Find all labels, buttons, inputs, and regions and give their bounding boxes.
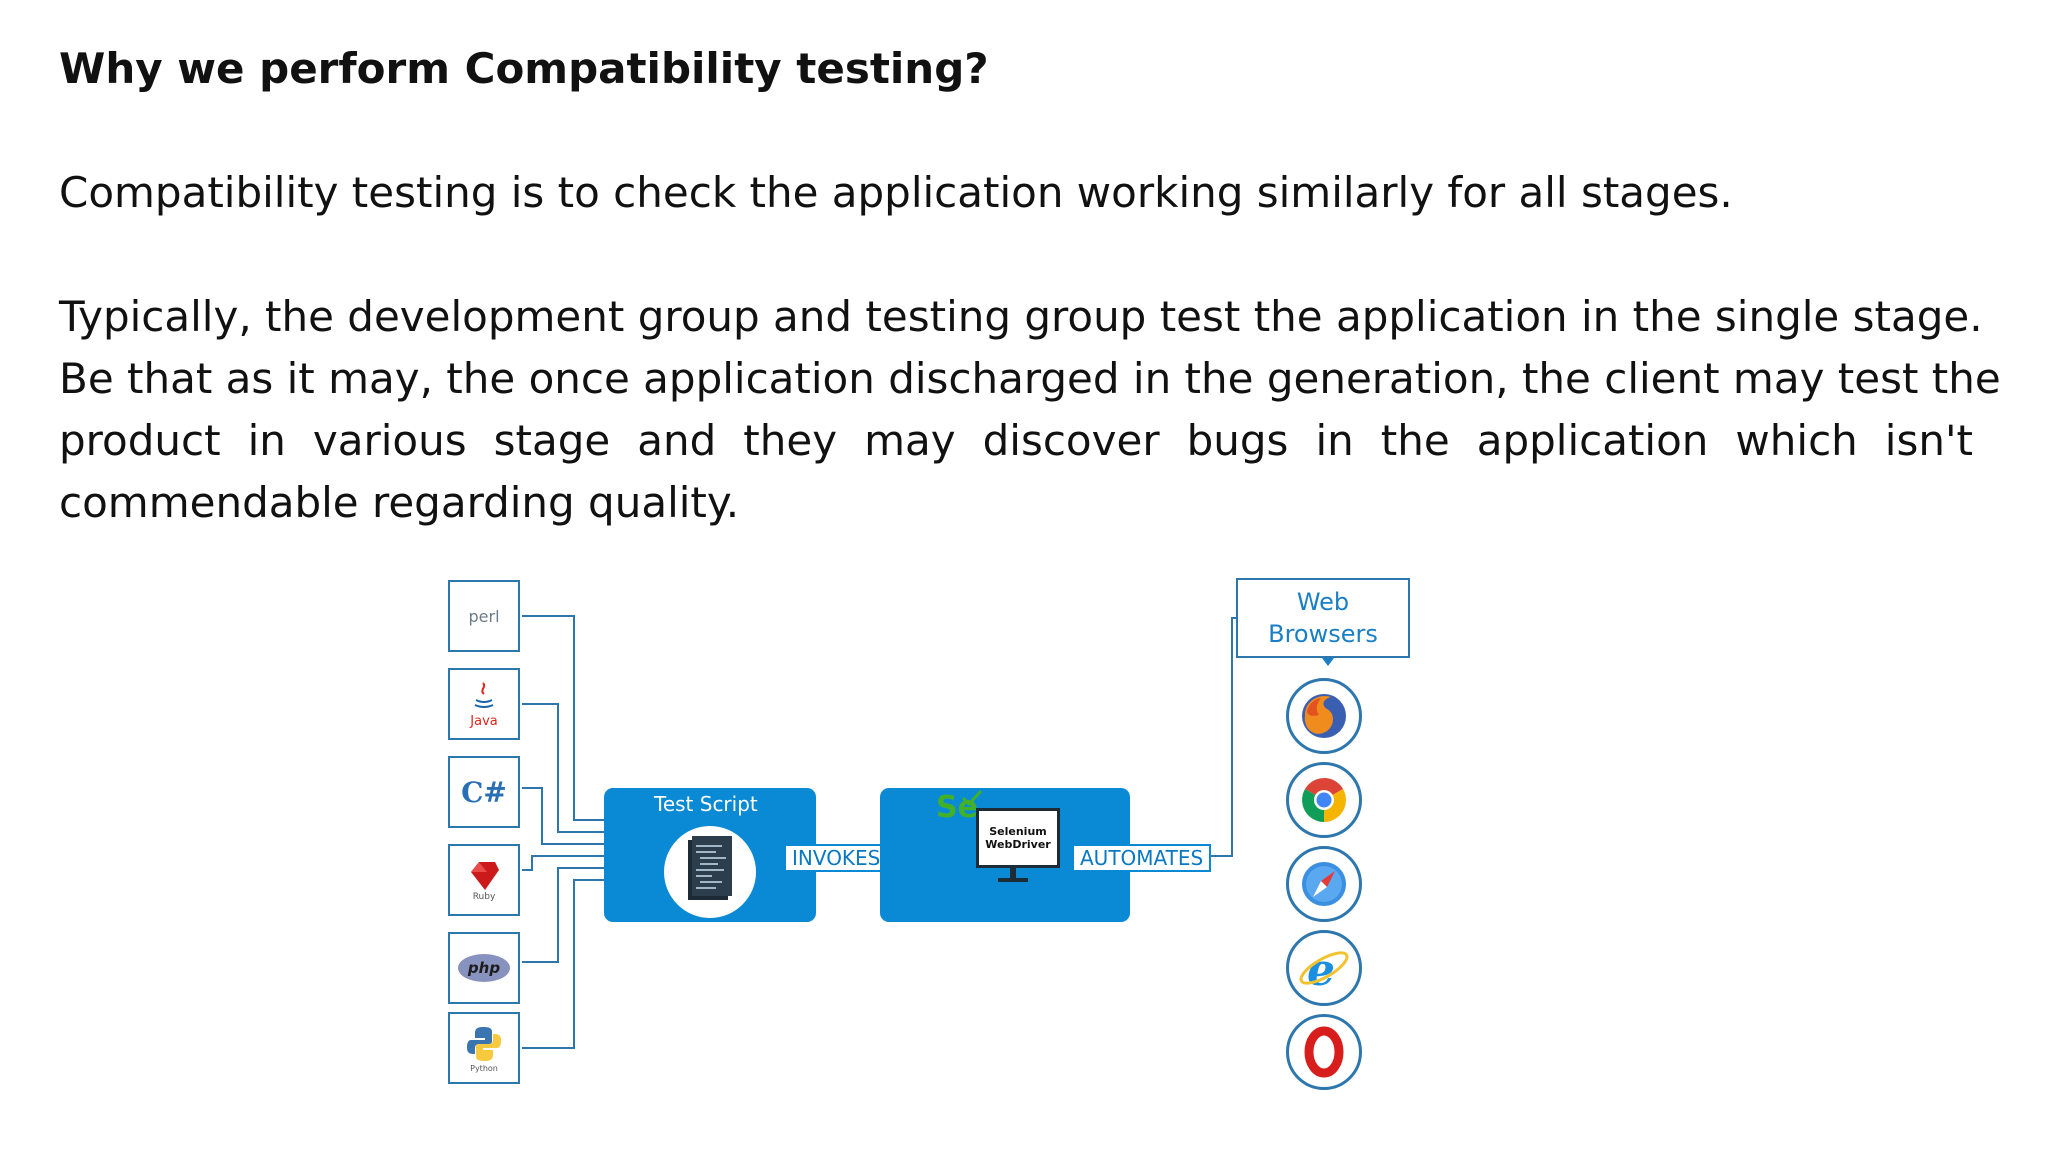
paragraph-2-line-4: commendable regarding quality. [59, 478, 740, 527]
webdriver-line-2: WebDriver [985, 838, 1051, 851]
test-script-title: Test Script [654, 792, 758, 816]
web-browsers-line-1: Web [1296, 588, 1350, 616]
monitor-base [998, 878, 1028, 882]
selenium-logo: Se [936, 790, 978, 825]
java-cup-icon [474, 681, 494, 708]
code-document-icon [688, 836, 732, 900]
paragraph-2: Typically, the development group and tes… [59, 286, 2001, 534]
php-oval-icon: php [458, 954, 510, 982]
python-text: Python [470, 1063, 498, 1073]
chrome-icon [1286, 762, 1362, 838]
script-circle [664, 826, 756, 918]
java-logo: Java [448, 668, 520, 740]
selenium-architecture-diagram: perl Java C# Ruby php [440, 570, 1440, 1090]
csharp-text: C# [461, 775, 507, 809]
python-snakes-icon [467, 1026, 501, 1061]
csharp-logo: C# [448, 756, 520, 828]
web-browsers-line-2: Browsers [1268, 620, 1378, 648]
perl-logo: perl [448, 580, 520, 652]
firefox-icon [1286, 678, 1362, 754]
paragraph-2-line-1: Typically, the development group and tes… [59, 292, 1983, 341]
paragraph-1: Compatibility testing is to check the ap… [59, 168, 1733, 217]
section-heading: Why we perform Compatibility testing? [59, 44, 989, 93]
automates-label: AUTOMATES [1072, 844, 1212, 872]
java-text: Java [470, 713, 498, 729]
webdriver-line-1: Selenium [989, 825, 1047, 838]
php-logo: php [448, 932, 520, 1004]
ruby-text: Ruby [472, 892, 496, 902]
php-text: php [467, 959, 501, 977]
monitor-icon: Selenium WebDriver [976, 808, 1060, 868]
monitor-stand [1010, 868, 1016, 878]
web-browsers-box: Web Browsers [1236, 578, 1410, 658]
internet-explorer-icon: e [1286, 930, 1362, 1006]
selenium-check-icon [961, 789, 983, 807]
test-script-box: Test Script [604, 788, 816, 922]
python-logo: Python [448, 1012, 520, 1084]
safari-icon [1286, 846, 1362, 922]
paragraph-2-line-3: product in various stage and they may di… [59, 416, 1973, 465]
paragraph-2-line-2: Be that as it may, the once application … [59, 354, 2001, 403]
opera-icon [1286, 1014, 1362, 1090]
svg-text:e: e [1307, 945, 1335, 996]
ruby-gem-icon [471, 862, 499, 890]
ruby-logo: Ruby [448, 844, 520, 916]
perl-text: perl [468, 606, 500, 626]
webdriver-box: Se Selenium WebDriver [880, 788, 1130, 922]
invokes-label: INVOKES [784, 844, 889, 872]
